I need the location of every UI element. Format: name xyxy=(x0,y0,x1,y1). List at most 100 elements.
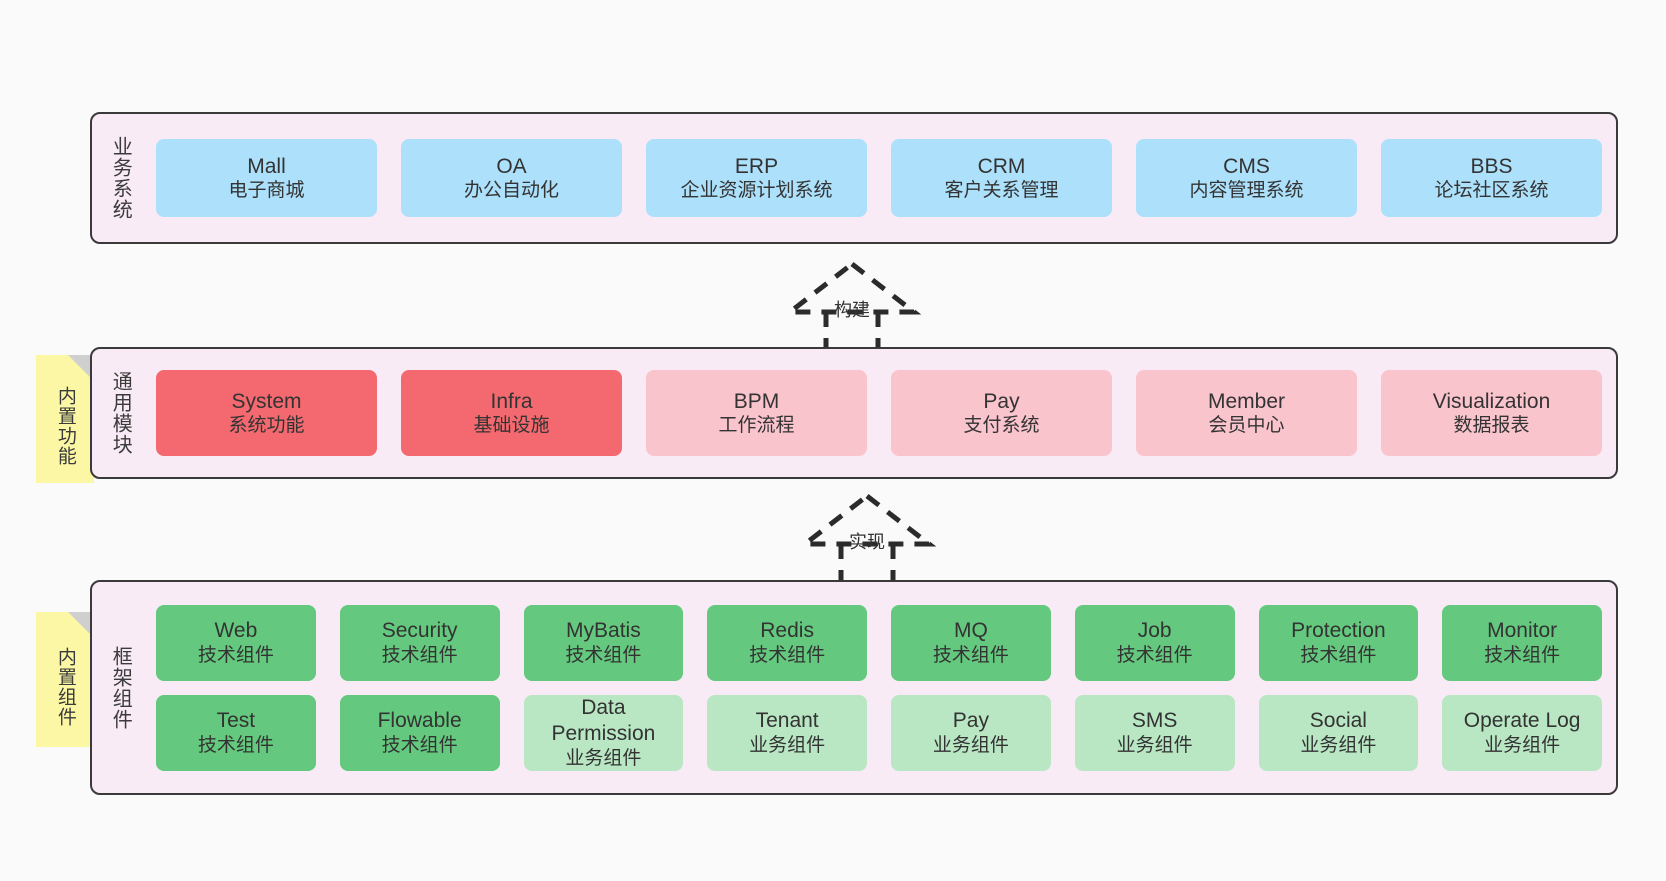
box-security[interactable]: Security 技术组件 xyxy=(339,604,500,681)
box-crm[interactable]: CRM 客户关系管理 xyxy=(891,139,1112,217)
box-subtitle: 技术组件 xyxy=(565,644,642,666)
box-title: Security xyxy=(381,619,458,643)
band-label-framework-components: 框架组件 xyxy=(109,645,132,730)
box-title: Operate Log xyxy=(1463,709,1581,733)
box-title: Member xyxy=(1207,389,1286,413)
box-subtitle: 技术组件 xyxy=(197,734,274,756)
box-title: Monitor xyxy=(1487,619,1558,643)
box-subtitle: 论坛社区系统 xyxy=(1434,180,1549,202)
box-tenant[interactable]: Tenant 业务组件 xyxy=(707,694,867,771)
box-protection[interactable]: Protection 技术组件 xyxy=(1258,604,1419,681)
box-title: Social xyxy=(1309,709,1367,733)
box-bbs[interactable]: BBS 论坛社区系统 xyxy=(1381,139,1602,217)
connector-label-implement: 实现 xyxy=(849,532,885,552)
box-title: Protection xyxy=(1291,619,1386,643)
box-social[interactable]: Social 业务组件 xyxy=(1258,694,1419,771)
box-erp[interactable]: ERP 企业资源计划系统 xyxy=(646,139,867,217)
box-visualization[interactable]: Visualization 数据报表 xyxy=(1381,370,1602,456)
note-fold-corner-icon xyxy=(68,355,94,381)
box-redis[interactable]: Redis 技术组件 xyxy=(707,604,867,681)
box-infra[interactable]: Infra 基础设施 xyxy=(401,370,622,456)
band-row-business: Test 技术组件 Flowable 技术组件 Data Permission … xyxy=(156,694,1602,771)
box-title: OA xyxy=(496,154,527,178)
box-subtitle: 业务组件 xyxy=(1300,734,1377,756)
generalization-arrow-icon xyxy=(782,260,922,352)
box-subtitle: 技术组件 xyxy=(932,644,1009,666)
band-framework-components: 框架组件 Web 技术组件 Security 技术组件 MyBatis 技术组件… xyxy=(90,580,1618,795)
box-subtitle: 办公自动化 xyxy=(463,180,559,202)
note-label: 内置组件 xyxy=(54,646,76,727)
box-title: Tenant xyxy=(755,709,819,733)
box-title: CRM xyxy=(977,154,1026,178)
box-title: Redis xyxy=(760,619,814,643)
box-job[interactable]: Job 技术组件 xyxy=(1074,604,1235,681)
generalization-arrow-icon xyxy=(797,492,937,584)
box-flowable[interactable]: Flowable 技术组件 xyxy=(339,694,500,771)
box-cms[interactable]: CMS 内容管理系统 xyxy=(1136,139,1357,217)
box-title: MyBatis xyxy=(566,619,641,643)
box-subtitle: 业务组件 xyxy=(565,747,642,769)
band-body-business-system: Mall 电子商城 OA 办公自动化 ERP 企业资源计划系统 CRM 客户关系… xyxy=(142,114,1616,242)
box-subtitle: 会员中心 xyxy=(1208,415,1285,437)
box-subtitle: 技术组件 xyxy=(381,644,458,666)
box-oa[interactable]: OA 办公自动化 xyxy=(401,139,622,217)
box-title: Mall xyxy=(247,154,286,178)
connector-label-build: 构建 xyxy=(834,300,870,320)
box-subtitle: 数据报表 xyxy=(1453,415,1530,437)
box-data-permission[interactable]: Data Permission 业务组件 xyxy=(523,694,684,771)
box-system[interactable]: System 系统功能 xyxy=(156,370,377,456)
box-mq[interactable]: MQ 技术组件 xyxy=(891,604,1051,681)
connector-build: 构建 xyxy=(762,256,942,352)
box-subtitle: 业务组件 xyxy=(1484,734,1561,756)
box-subtitle: 技术组件 xyxy=(197,644,274,666)
box-operate-log[interactable]: Operate Log 业务组件 xyxy=(1442,694,1602,771)
box-title: CMS xyxy=(1223,154,1270,178)
note-builtin-functions: 内置功能 xyxy=(36,355,94,483)
box-title: Test xyxy=(216,709,256,733)
box-sms[interactable]: SMS 业务组件 xyxy=(1074,694,1235,771)
connector-implement: 实现 xyxy=(777,488,957,584)
box-title: Flowable xyxy=(377,709,462,733)
box-monitor[interactable]: Monitor 技术组件 xyxy=(1442,604,1602,681)
box-member[interactable]: Member 会员中心 xyxy=(1136,370,1357,456)
box-pay[interactable]: Pay 支付系统 xyxy=(891,370,1112,456)
band-row: System 系统功能 Infra 基础设施 BPM 工作流程 Pay 支付系统… xyxy=(156,370,1602,456)
note-label: 内置功能 xyxy=(54,386,76,466)
box-title: Data Permission xyxy=(551,696,656,745)
box-title: BPM xyxy=(733,389,780,413)
box-subtitle: 技术组件 xyxy=(381,734,458,756)
box-subtitle: 业务组件 xyxy=(749,734,826,756)
box-subtitle: 基础设施 xyxy=(473,415,550,437)
band-row: Mall 电子商城 OA 办公自动化 ERP 企业资源计划系统 CRM 客户关系… xyxy=(156,139,1602,217)
box-title: System xyxy=(231,389,302,413)
box-test[interactable]: Test 技术组件 xyxy=(156,694,316,771)
box-subtitle: 企业资源计划系统 xyxy=(680,180,833,202)
box-mall[interactable]: Mall 电子商城 xyxy=(156,139,377,217)
box-title: BBS xyxy=(1470,154,1513,178)
box-mybatis[interactable]: MyBatis 技术组件 xyxy=(523,604,684,681)
box-subtitle: 业务组件 xyxy=(1116,734,1193,756)
box-title: MQ xyxy=(953,619,988,643)
note-builtin-components: 内置组件 xyxy=(36,612,94,747)
box-web[interactable]: Web 技术组件 xyxy=(156,604,316,681)
box-subtitle: 电子商城 xyxy=(228,180,305,202)
box-bpm[interactable]: BPM 工作流程 xyxy=(646,370,867,456)
box-title: Web xyxy=(214,619,258,643)
box-pay-business[interactable]: Pay 业务组件 xyxy=(891,694,1051,771)
box-title: Visualization xyxy=(1432,389,1551,413)
box-subtitle: 客户关系管理 xyxy=(944,180,1059,202)
box-subtitle: 工作流程 xyxy=(718,415,795,437)
box-subtitle: 技术组件 xyxy=(1300,644,1377,666)
band-body-framework-components: Web 技术组件 Security 技术组件 MyBatis 技术组件 Redi… xyxy=(142,582,1616,793)
band-label-business-system: 业务系统 xyxy=(109,136,132,220)
band-body-common-modules: System 系统功能 Infra 基础设施 BPM 工作流程 Pay 支付系统… xyxy=(142,349,1616,477)
box-title: Job xyxy=(1137,619,1172,643)
box-subtitle: 技术组件 xyxy=(749,644,826,666)
box-title: ERP xyxy=(734,154,779,178)
box-title: Pay xyxy=(983,389,1020,413)
box-subtitle: 支付系统 xyxy=(963,415,1040,437)
box-title: Infra xyxy=(490,389,533,413)
box-title: SMS xyxy=(1131,709,1178,733)
band-business-system: 业务系统 Mall 电子商城 OA 办公自动化 ERP 企业资源计划系统 CRM… xyxy=(90,112,1618,244)
